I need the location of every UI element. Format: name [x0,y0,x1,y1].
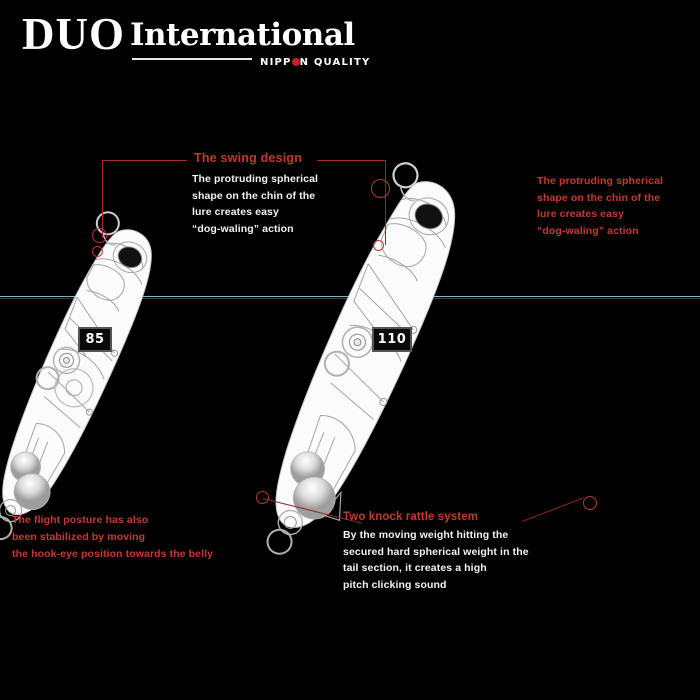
rattle-body: By the moving weight hitting the secured… [343,529,529,591]
size-badge-85: 85 [78,327,112,352]
chin-marker-110-lower [373,240,384,251]
callout-border-top-left [102,160,187,161]
callout-border-left [102,160,103,238]
chin-marker-85-upper [92,228,107,243]
callout-title: The swing design [190,151,307,165]
logo-divider-rule [132,58,252,60]
brand-name: DUO [22,9,125,59]
brand-tagline: NIPP N QUALITY [260,58,370,68]
rattle-marker-85 [256,491,269,504]
leader-line-to-lure-110-chin [385,161,386,245]
size-badge-110: 110 [372,327,412,352]
callout-swing-design: The swing design The protruding spherica… [102,151,386,238]
rattle-title: Two knock rattle system [343,511,479,523]
tagline-pre: NIPP [260,57,292,68]
callout-rattle-system: Two knock rattle system By the moving we… [343,511,593,593]
brand-logo: DUO International NIPP N QUALITY [22,9,369,70]
nippon-red-dot-icon [291,58,300,66]
note-protruding-spherical: The protruding spherical shape on the ch… [537,175,664,237]
callout-body: The protruding spherical shape on the ch… [192,173,319,235]
rattle-marker-110 [583,496,597,510]
callout-border-top-right [317,160,386,161]
tagline-post: N QUALITY [299,57,371,68]
note-flight-posture: The flight posture has also been stabili… [12,514,214,560]
brand-line: International [130,17,355,53]
chin-marker-110-upper [371,179,390,198]
chin-marker-85-lower [92,246,103,257]
